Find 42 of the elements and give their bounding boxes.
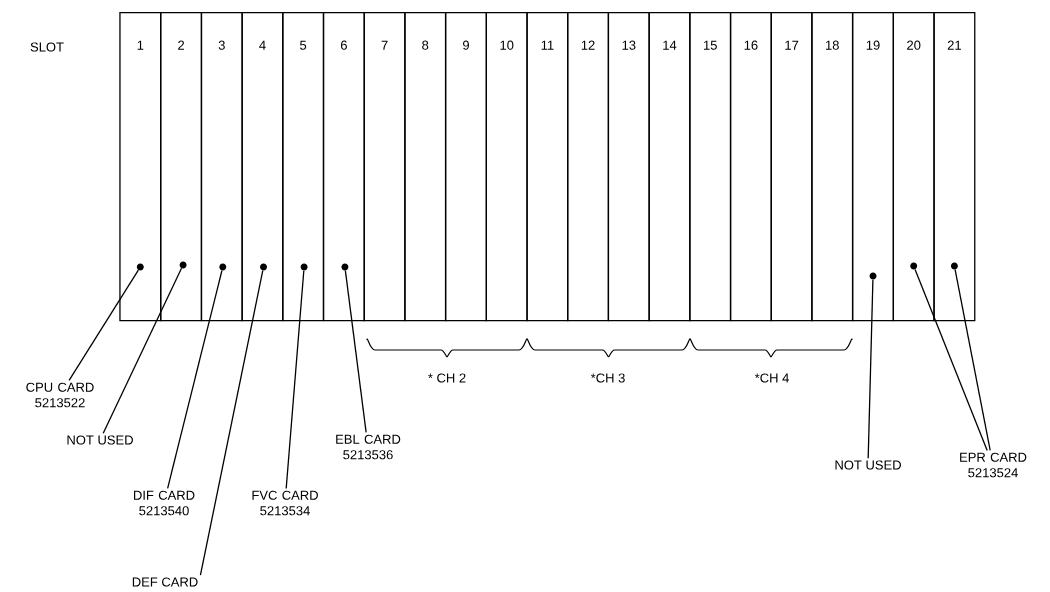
channel-label: * CH 2	[428, 373, 466, 383]
card-slot: 14	[648, 12, 691, 322]
leader-line	[102, 267, 183, 434]
leader-line	[867, 279, 874, 459]
card-label: EBL CARD 5213536	[336, 434, 401, 460]
card-slot: 6	[322, 12, 365, 322]
card-slot: 7	[363, 12, 406, 322]
card-label: FVC CARD 5213534	[252, 490, 318, 516]
card-slot: 3	[200, 12, 243, 322]
leader-line	[199, 270, 264, 576]
card-label: EPR CARD 5213524	[960, 452, 1027, 478]
card-slot: 12	[567, 12, 609, 322]
card-slot: 18	[811, 12, 854, 322]
card-slot: 9	[445, 12, 487, 322]
card-label: DIF CARD 5213540	[134, 490, 195, 516]
card-slot: 10	[485, 12, 528, 322]
card-slot: 11	[526, 12, 569, 322]
card-slot: 13	[607, 12, 650, 322]
card-slot: 21	[933, 12, 976, 322]
card-label: DEF CARD	[132, 577, 198, 587]
leader-line	[285, 270, 305, 490]
card-slot: 15	[689, 12, 732, 322]
leader-line	[954, 269, 991, 452]
card-label: NOT USED	[835, 460, 901, 470]
leader-line	[68, 269, 139, 382]
card-label: CPU CARD 5213522	[26, 382, 94, 408]
card-slot: 1	[119, 12, 162, 322]
card-slot: 8	[404, 12, 447, 322]
card-slot: 20	[892, 12, 935, 322]
card-label: NOT USED	[67, 435, 133, 445]
card-slot: 4	[241, 12, 284, 322]
leader-line	[166, 269, 223, 490]
card-slot: 17	[770, 12, 813, 322]
leader-line	[344, 270, 367, 434]
card-slot: 2	[160, 12, 203, 322]
channel-label: *CH 4	[754, 373, 789, 383]
leader-line	[914, 268, 988, 452]
card-slot: 19	[852, 12, 894, 322]
card-slot: 5	[282, 12, 325, 322]
card-slot: 16	[729, 12, 772, 322]
slot-heading: SLOT	[30, 42, 64, 52]
channel-label: *CH 3	[590, 373, 625, 383]
